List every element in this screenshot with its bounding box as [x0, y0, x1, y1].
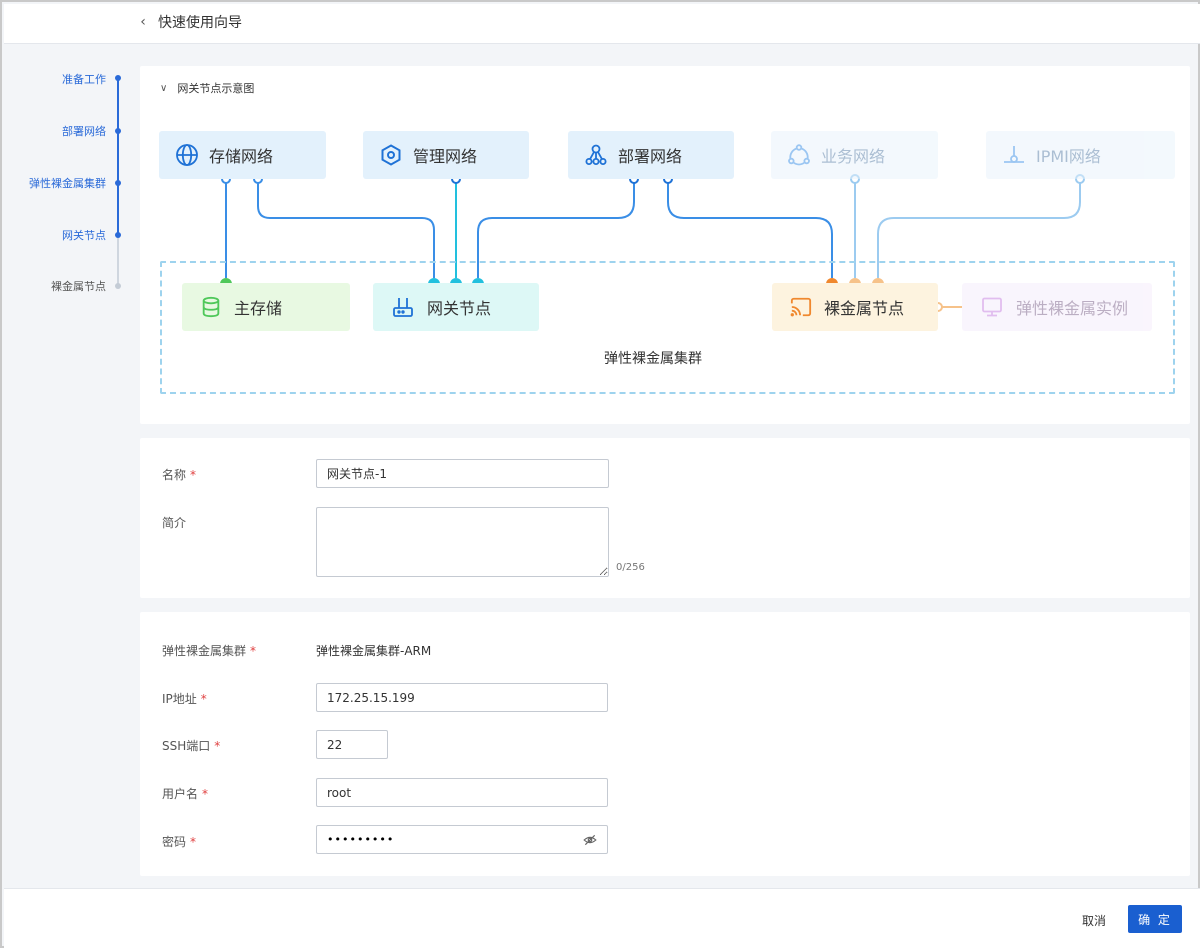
description-textarea[interactable] [316, 507, 609, 577]
chevron-down-icon: ∨ [160, 82, 168, 94]
cancel-button[interactable]: 取消 [1072, 906, 1116, 934]
management-network-label: 管理网络 [413, 147, 478, 166]
step-dot [115, 75, 121, 81]
step-prepare[interactable]: 准备工作 [62, 73, 106, 86]
step-dot [115, 232, 121, 238]
password-label: 密码* [162, 835, 197, 849]
page-title: 快速使用向导 [158, 15, 242, 31]
primary-storage-box: 主存储 [182, 283, 350, 331]
description-label: 简介 [162, 516, 187, 530]
password-input[interactable] [317, 826, 567, 853]
top-bar: ‹ 快速使用向导 [4, 4, 1200, 44]
business-network-box: 业务网络 [771, 131, 938, 179]
router-icon [393, 298, 413, 317]
username-label: 用户名* [162, 787, 209, 801]
triad-icon [788, 144, 810, 166]
cluster-label: 弹性裸金属集群 [604, 351, 702, 367]
diagram-collapse-toggle[interactable]: ∨ 网关节点示意图 [160, 80, 254, 96]
business-network-label: 业务网络 [821, 147, 886, 166]
confirm-button[interactable]: 确 定 [1128, 905, 1182, 933]
step-gateway-node[interactable]: 网关节点 [62, 229, 106, 242]
diagram-title: 网关节点示意图 [177, 82, 255, 95]
hexagon-icon [381, 144, 401, 166]
baremetal-cluster-zone [160, 261, 1175, 394]
cluster-value: 弹性裸金属集群-ARM [316, 644, 432, 658]
baremetal-node-label: 裸金属节点 [824, 299, 905, 318]
diagram-card: ∨ 网关节点示意图 存储网络 管理网络 [140, 66, 1190, 424]
globe-icon [176, 144, 198, 166]
step-deploy-network[interactable]: 部署网络 [62, 125, 106, 138]
monitor-icon [982, 297, 1002, 317]
ip-input[interactable] [316, 683, 608, 712]
step-baremetal-node[interactable]: 裸金属节点 [51, 280, 106, 293]
step-dot [115, 283, 121, 289]
footer-bar: 取消 确 定 [4, 888, 1200, 948]
step-dot [115, 180, 121, 186]
baremetal-instance-label: 弹性裸金属实例 [1016, 299, 1129, 318]
storage-network-label: 存储网络 [209, 147, 274, 166]
step-dot [115, 128, 121, 134]
config-card: 弹性裸金属集群* 弹性裸金属集群-ARM IP地址* SSH端口* 用户名* 密… [140, 612, 1190, 876]
gateway-node-box: 网关节点 [373, 283, 539, 331]
cluster-field-label: 弹性裸金属集群* [162, 644, 257, 658]
chevron-left-icon: ‹ [140, 14, 146, 30]
management-network-box: 管理网络 [363, 131, 529, 179]
baremetal-node-box: 裸金属节点 [772, 283, 938, 331]
name-label: 名称* [162, 468, 197, 482]
description-counter: 0/256 [616, 562, 645, 573]
step-baremetal-cluster[interactable]: 弹性裸金属集群 [29, 177, 106, 190]
deploy-network-label: 部署网络 [618, 147, 683, 166]
database-icon [202, 296, 220, 318]
ip-label: IP地址* [162, 692, 207, 706]
primary-storage-label: 主存储 [234, 299, 283, 318]
ipmi-network-label: IPMI网络 [1036, 147, 1101, 166]
back-button[interactable]: ‹ 快速使用向导 [136, 12, 242, 32]
gateway-node-label: 网关节点 [427, 299, 492, 318]
connector-icon [1004, 146, 1024, 163]
eye-off-icon[interactable] [583, 833, 597, 847]
name-input[interactable] [316, 459, 609, 488]
storage-network-box: 存储网络 [159, 131, 326, 179]
wizard-steps: 准备工作 部署网络 弹性裸金属集群 网关节点 裸金属节点 [4, 44, 136, 888]
baremetal-instance-box: 弹性裸金属实例 [962, 283, 1152, 331]
step-pending-line [117, 235, 119, 287]
ssh-port-label: SSH端口* [162, 739, 221, 753]
network-nodes-icon [585, 144, 607, 165]
ssh-port-input[interactable] [316, 730, 388, 759]
username-input[interactable] [316, 778, 608, 807]
deploy-network-box: 部署网络 [568, 131, 734, 179]
ipmi-network-box: IPMI网络 [986, 131, 1175, 179]
cast-icon [790, 297, 812, 317]
basic-info-card: 名称* 简介 0/256 [140, 438, 1190, 598]
password-field[interactable] [316, 825, 608, 854]
